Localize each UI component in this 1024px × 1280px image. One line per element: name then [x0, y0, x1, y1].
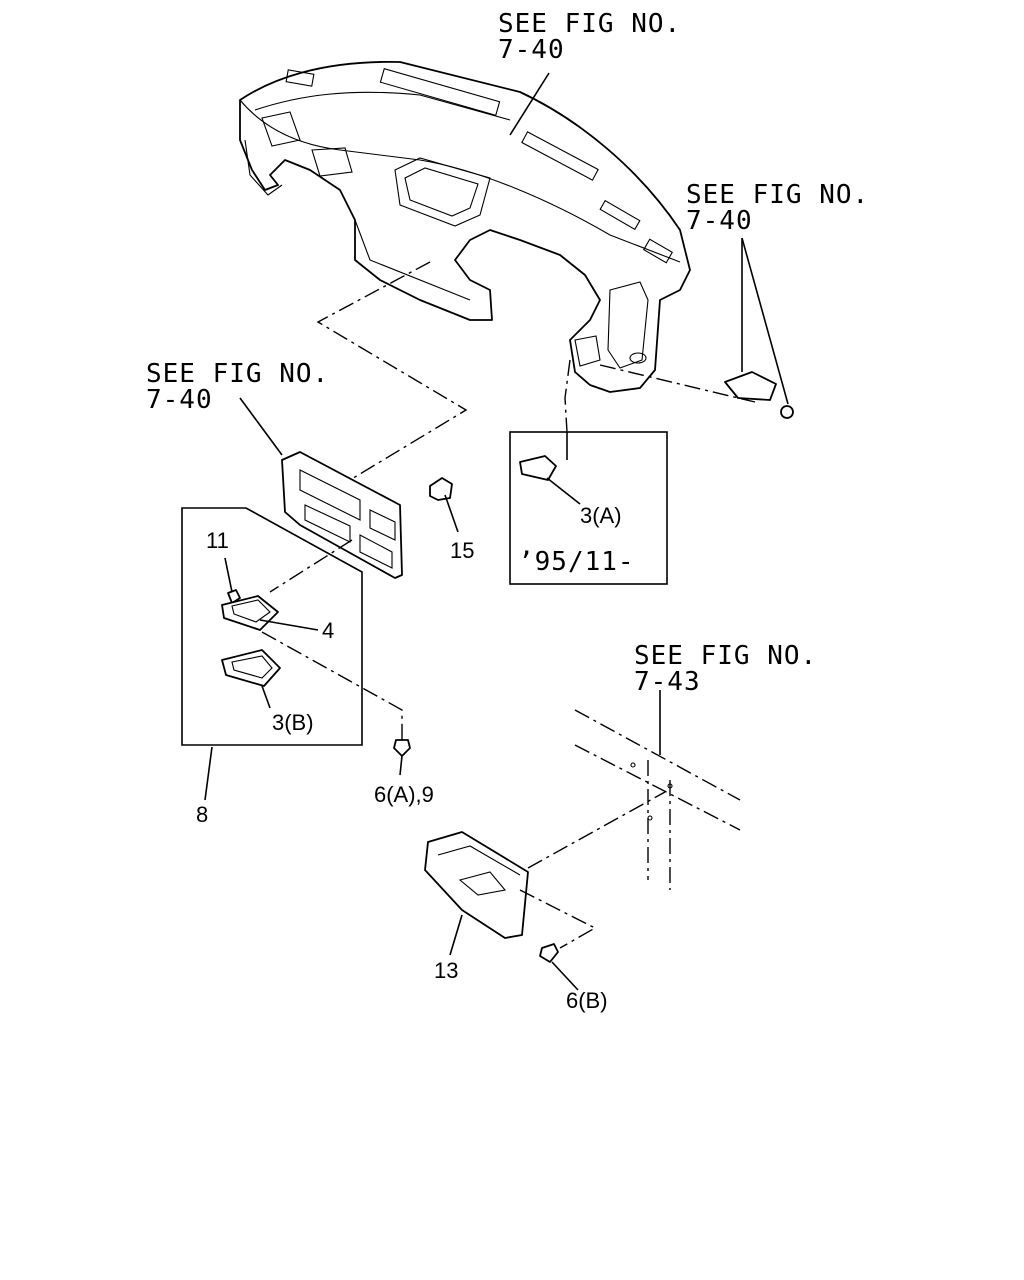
- callout-3a: 3(A): [580, 503, 622, 528]
- callout-4: 4: [322, 618, 334, 643]
- ref-left-line2: 7-40: [146, 385, 213, 415]
- ref-lower-right-line2: 7-43: [634, 667, 701, 697]
- ref-top-line2: 7-40: [498, 35, 565, 65]
- part-4: [221, 595, 319, 631]
- assembly-box-8: [181, 507, 363, 801]
- callout-13: 13: [434, 958, 458, 983]
- part-11: [224, 557, 241, 604]
- callout-3b: 3(B): [272, 710, 314, 735]
- callout-15: 15: [450, 538, 474, 563]
- callout-date-range: ’95/11-: [518, 547, 635, 577]
- ref-left-line1: SEE FIG NO.: [146, 359, 329, 389]
- ref-right-line1: SEE FIG NO.: [686, 180, 869, 210]
- leader-lines: [239, 72, 756, 949]
- screw-6a-9: [393, 739, 411, 776]
- screw-6b: [539, 943, 579, 991]
- part-3b: [221, 649, 281, 709]
- callout-11: 11: [206, 528, 229, 553]
- ref-right-line2: 7-40: [686, 206, 753, 236]
- panel-lower-right: [574, 709, 741, 890]
- bracket-right: [724, 237, 794, 419]
- ref-lower-right-line1: SEE FIG NO.: [634, 641, 817, 671]
- cluster-bezel: [281, 451, 403, 579]
- dashboard-assembly: [239, 61, 691, 393]
- callout-8: 8: [196, 802, 208, 827]
- tray-part-13: [424, 831, 529, 956]
- detail-box-3a: [509, 431, 668, 585]
- callout-6a-9: 6(A),9: [374, 782, 434, 807]
- ref-top-line1: SEE FIG NO.: [498, 9, 681, 39]
- callout-6b: 6(B): [566, 988, 608, 1013]
- clip-part-15: [429, 477, 459, 533]
